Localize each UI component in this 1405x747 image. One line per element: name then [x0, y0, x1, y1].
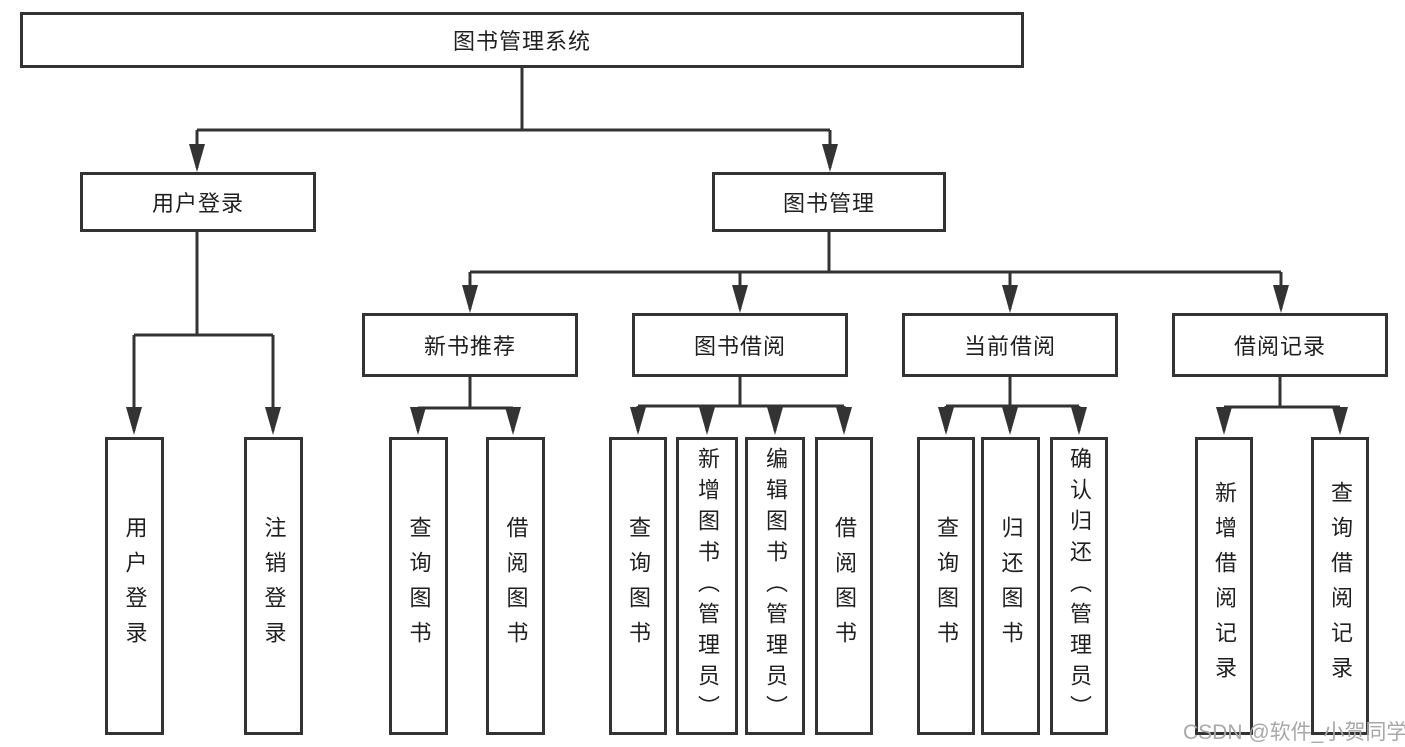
leaf-recommend-query-books: 查询图书 [389, 437, 448, 735]
leaf-current-return-books-label: 归还图书 [998, 516, 1024, 656]
leaf-records-add-record-label: 新增借阅记录 [1212, 481, 1237, 691]
node-borrowing-records: 借阅记录 [1172, 313, 1388, 377]
leaf-current-confirm-return-admin-label: 确认归还（管理员） [1067, 446, 1092, 726]
node-new-book-recommend-label: 新书推荐 [423, 334, 516, 359]
leaf-user-login: 用户登录 [105, 437, 164, 735]
node-user-login-label: 用户登录 [151, 191, 244, 216]
connector-book-management-branch [470, 232, 1281, 274]
leaf-borrowing-query-books: 查询图书 [609, 437, 667, 735]
csdn-watermark: CSDN @软件_小贺同学 [1183, 721, 1405, 744]
connector-root-branch [197, 68, 830, 132]
leaf-recommend-borrow-books: 借阅图书 [486, 437, 545, 735]
leaf-records-query-record: 查询借阅记录 [1311, 437, 1369, 735]
node-book-management-label: 图书管理 [782, 191, 875, 216]
leaf-borrowing-borrow-books-label: 借阅图书 [832, 516, 857, 656]
leaf-borrowing-query-books-label: 查询图书 [626, 516, 651, 656]
leaf-current-query-books: 查询图书 [917, 437, 975, 735]
leaf-logout: 注销登录 [244, 437, 303, 735]
leaf-logout-label: 注销登录 [261, 516, 287, 656]
connector-current-branch [946, 377, 1079, 408]
node-book-borrowing: 图书借阅 [632, 313, 848, 377]
leaf-current-return-books: 归还图书 [981, 437, 1040, 735]
leaf-current-query-books-label: 查询图书 [934, 516, 959, 656]
connector-recommend-branch [418, 377, 513, 410]
node-book-borrowing-label: 图书借阅 [693, 334, 786, 359]
leaf-borrowing-borrow-books: 借阅图书 [815, 437, 873, 735]
node-borrowing-records-label: 借阅记录 [1233, 334, 1326, 359]
leaf-borrowing-edit-books-admin: 编辑图书（管理员） [745, 437, 805, 735]
leaf-user-login-label: 用户登录 [122, 516, 148, 656]
connector-user-login-branch [134, 232, 273, 337]
leaf-borrowing-add-books-admin: 新增图书（管理员） [676, 437, 738, 735]
leaf-borrowing-edit-books-admin-label: 编辑图书（管理员） [763, 446, 788, 726]
node-current-borrowing-label: 当前借阅 [963, 334, 1056, 359]
node-current-borrowing: 当前借阅 [902, 313, 1118, 377]
leaf-records-query-record-label: 查询借阅记录 [1328, 481, 1353, 691]
leaf-recommend-query-books-label: 查询图书 [406, 516, 432, 656]
node-root-label: 图书管理系统 [452, 29, 591, 54]
leaf-recommend-borrow-books-label: 借阅图书 [503, 516, 529, 656]
connector-records-branch [1224, 377, 1340, 409]
connector-borrowing-branch [638, 377, 844, 408]
node-root: 图书管理系统 [20, 12, 1024, 68]
leaf-borrowing-add-books-admin-label: 新增图书（管理员） [695, 446, 720, 726]
leaf-current-confirm-return-admin: 确认归还（管理员） [1050, 437, 1108, 735]
leaf-records-add-record: 新增借阅记录 [1195, 437, 1253, 735]
node-new-book-recommend: 新书推荐 [362, 313, 578, 377]
node-user-login: 用户登录 [80, 172, 316, 232]
node-book-management: 图书管理 [712, 172, 946, 232]
